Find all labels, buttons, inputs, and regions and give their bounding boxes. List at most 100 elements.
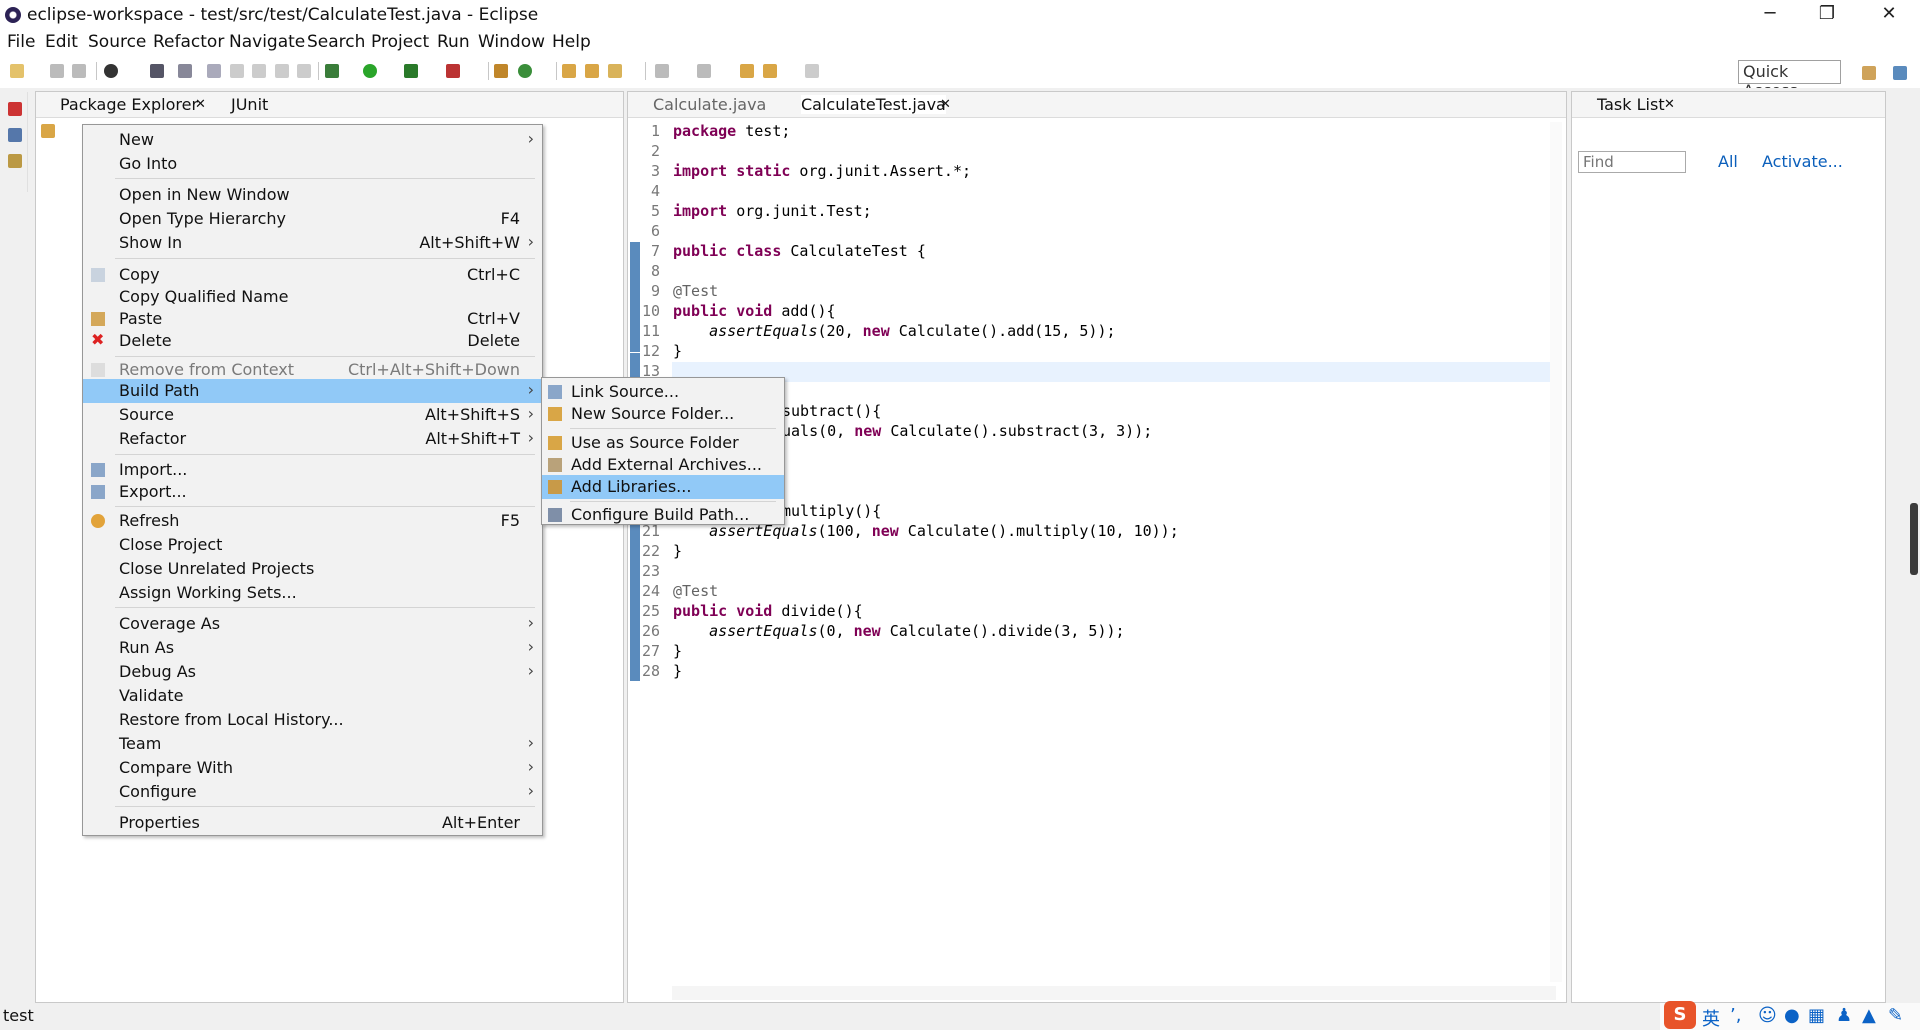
quick-access-field[interactable]: Quick Access xyxy=(1738,60,1841,100)
close-icon[interactable]: ✕ xyxy=(1664,97,1675,112)
java-perspective-icon[interactable] xyxy=(1893,66,1907,80)
toggle-breadcrumb-icon[interactable] xyxy=(150,64,164,78)
annotation-icon[interactable] xyxy=(207,64,221,78)
menu-edit[interactable]: Edit xyxy=(45,32,78,52)
close-icon[interactable]: ✕ xyxy=(940,97,951,112)
ime-language-toggle[interactable]: 英 xyxy=(1702,1009,1720,1030)
project-folder-icon[interactable] xyxy=(41,124,55,138)
emoji-icon[interactable]: ☺ xyxy=(1758,1005,1777,1026)
vertical-scrollbar[interactable] xyxy=(1550,122,1562,982)
debug-icon[interactable] xyxy=(325,64,339,78)
menu-item-build-path[interactable]: Build Path› xyxy=(83,379,542,403)
menu-item-assign-working-sets[interactable]: Assign Working Sets... xyxy=(119,583,297,602)
horizontal-scrollbar[interactable] xyxy=(672,986,1556,1000)
microphone-icon[interactable]: ● xyxy=(1784,1005,1800,1026)
minimize-button[interactable]: ─ xyxy=(1764,3,1776,24)
open-type-icon[interactable] xyxy=(562,64,576,78)
menu-item-configure[interactable]: Configure› xyxy=(119,781,534,801)
forward-icon[interactable] xyxy=(805,64,819,78)
coverage-icon[interactable] xyxy=(404,64,418,78)
menu-item-debug-as[interactable]: Debug As› xyxy=(119,661,534,681)
menu-item-export[interactable]: Export... xyxy=(83,480,542,504)
menu-item-validate[interactable]: Validate xyxy=(119,686,184,705)
menu-item-team[interactable]: Team› xyxy=(119,733,534,753)
task-filter-all[interactable]: All xyxy=(1718,152,1738,171)
side-handle[interactable] xyxy=(1910,503,1918,575)
declaration-icon[interactable] xyxy=(8,154,22,168)
new-java-class-icon[interactable] xyxy=(518,64,532,78)
menu-search[interactable]: Search xyxy=(307,32,366,52)
javadoc-icon[interactable] xyxy=(8,128,22,142)
submenu-item-new-source-folder[interactable]: New Source Folder... xyxy=(542,402,784,426)
tab-calculate-java[interactable]: Calculate.java xyxy=(653,95,767,114)
settings-wrench-icon[interactable]: ✎ xyxy=(1888,1005,1904,1026)
run-icon[interactable] xyxy=(363,64,377,78)
keyboard-icon[interactable]: ▦ xyxy=(1808,1005,1826,1026)
tab-package-explorer[interactable]: Package Explorer xyxy=(60,95,199,114)
menu-help[interactable]: Help xyxy=(552,32,591,52)
menu-file[interactable]: File xyxy=(7,32,36,52)
problems-icon[interactable] xyxy=(8,102,22,116)
task-find-input[interactable] xyxy=(1578,151,1686,173)
last-edit-location-icon[interactable] xyxy=(740,64,754,78)
menu-item-new[interactable]: New› xyxy=(119,129,534,149)
menu-item-coverage-as[interactable]: Coverage As› xyxy=(119,613,534,633)
close-icon[interactable]: ✕ xyxy=(195,97,206,112)
pilcrow-icon[interactable] xyxy=(297,64,311,78)
prev-annotation-icon[interactable] xyxy=(697,64,711,78)
menu-refactor[interactable]: Refactor xyxy=(153,32,225,52)
search-icon[interactable] xyxy=(608,64,622,78)
back-icon[interactable] xyxy=(763,64,777,78)
menu-item-close-project[interactable]: Close Project xyxy=(119,535,223,554)
menu-item-import[interactable]: Import... xyxy=(83,458,542,482)
submenu-item-add-external-archives[interactable]: Add External Archives... xyxy=(542,453,784,477)
save-icon[interactable] xyxy=(50,64,64,78)
menu-item-run-as[interactable]: Run As› xyxy=(119,637,534,657)
mark-occurrences-icon[interactable] xyxy=(178,64,192,78)
open-task-icon[interactable] xyxy=(585,64,599,78)
menu-item-restore-local-history[interactable]: Restore from Local History... xyxy=(119,710,344,729)
sogou-logo-icon[interactable]: S xyxy=(1664,1001,1696,1029)
menu-item-open-new-window[interactable]: Open in New Window xyxy=(119,185,290,204)
menu-item-close-unrelated-projects[interactable]: Close Unrelated Projects xyxy=(119,559,315,578)
new-icon[interactable] xyxy=(10,64,24,78)
punctuation-icon[interactable]: ’, xyxy=(1730,1005,1742,1026)
tab-calculatetest-java[interactable]: CalculateTest.java xyxy=(801,95,946,114)
submenu-item-link-source[interactable]: Link Source... xyxy=(542,380,784,404)
profile-icon[interactable] xyxy=(104,64,118,78)
restore-button[interactable]: ❐ xyxy=(1818,3,1836,24)
menu-navigate[interactable]: Navigate xyxy=(229,32,306,52)
block-selection-icon[interactable] xyxy=(230,64,244,78)
submenu-item-use-as-source-folder[interactable]: Use as Source Folder xyxy=(542,431,784,455)
save-all-icon[interactable] xyxy=(72,64,86,78)
menu-run[interactable]: Run xyxy=(437,32,470,52)
menu-source[interactable]: Source xyxy=(88,32,147,52)
skin-icon[interactable]: ▲ xyxy=(1862,1005,1876,1026)
external-tools-icon[interactable] xyxy=(446,64,460,78)
menu-item-go-into[interactable]: Go Into xyxy=(119,154,178,173)
menu-window[interactable]: Window xyxy=(478,32,546,52)
menu-project[interactable]: Project xyxy=(371,32,430,52)
word-wrap-icon[interactable] xyxy=(275,64,289,78)
task-activate-link[interactable]: Activate... xyxy=(1762,152,1843,171)
next-annotation-icon[interactable] xyxy=(655,64,669,78)
open-perspective-icon[interactable] xyxy=(1862,66,1876,80)
menu-item-copy-qualified-name[interactable]: Copy Qualified Name xyxy=(119,287,289,306)
close-button[interactable]: ✕ xyxy=(1881,3,1897,24)
tab-junit[interactable]: JUnit xyxy=(231,95,269,114)
user-icon[interactable]: ♟ xyxy=(1836,1005,1853,1026)
submenu-item-configure-build-path[interactable]: Configure Build Path... xyxy=(542,503,784,527)
new-java-package-icon[interactable] xyxy=(494,64,508,78)
tab-task-list[interactable]: Task List xyxy=(1597,95,1665,114)
submenu-item-add-libraries[interactable]: Add Libraries... xyxy=(542,475,784,499)
show-whitespace-icon[interactable] xyxy=(252,64,266,78)
